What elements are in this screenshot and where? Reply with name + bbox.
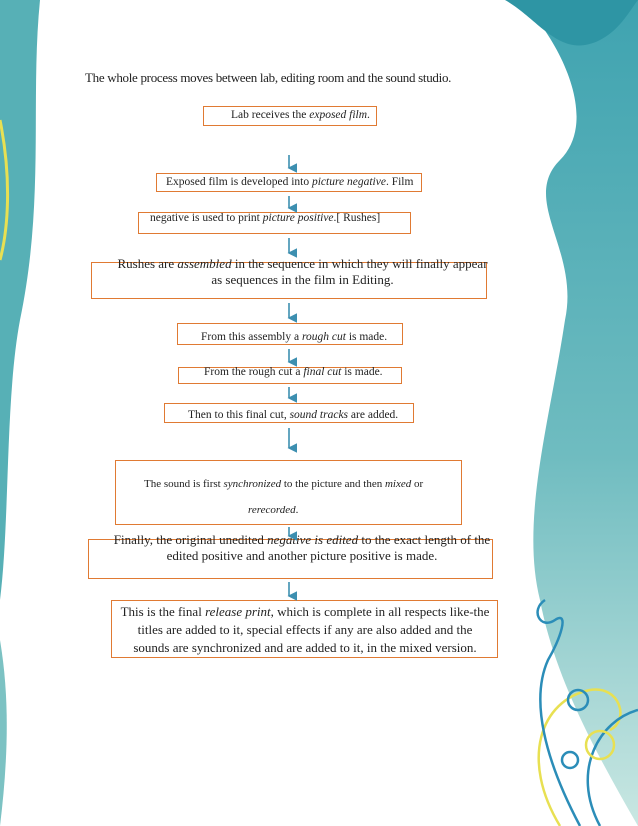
step-10-text: This is the final release print, which i… <box>120 604 490 655</box>
left-bottom-swoosh <box>0 640 7 826</box>
step-8-box <box>115 460 462 525</box>
step-7-text: Then to this final cut, sound tracks are… <box>188 409 399 421</box>
curl-ornaments <box>536 598 638 826</box>
step-7-box <box>164 403 414 423</box>
step-9-text: Finally, the original unedited negative … <box>113 532 491 563</box>
step-5-text: From this assembly a rough cut is made. <box>201 331 388 343</box>
step-3-box <box>138 212 411 234</box>
step-6-box <box>178 367 402 384</box>
step-4-text: Rushes are assembled in the sequence in … <box>117 256 488 287</box>
step-6-text: From the rough cut a final cut is made. <box>204 366 383 378</box>
step-2-text: Exposed film is developed into picture n… <box>166 176 414 188</box>
step-8-line-2: rerecorded. <box>248 504 299 516</box>
left-swoosh <box>0 0 40 600</box>
step-4-box <box>91 262 487 299</box>
right-swoosh <box>520 0 638 826</box>
intro-text: The whole process moves between lab, edi… <box>85 70 452 85</box>
left-yellow-line <box>0 119 10 261</box>
step-8-line-1: The sound is first synchronized to the p… <box>144 478 424 490</box>
step-1-box <box>203 106 377 126</box>
top-right-wave <box>505 0 638 46</box>
step-2-box <box>156 173 422 192</box>
step-3-text: negative is used to print picture positi… <box>150 212 381 224</box>
step-5-box <box>177 323 403 345</box>
step-1-text: Lab receives the exposed film. <box>231 109 370 121</box>
step-10-box <box>111 600 498 658</box>
